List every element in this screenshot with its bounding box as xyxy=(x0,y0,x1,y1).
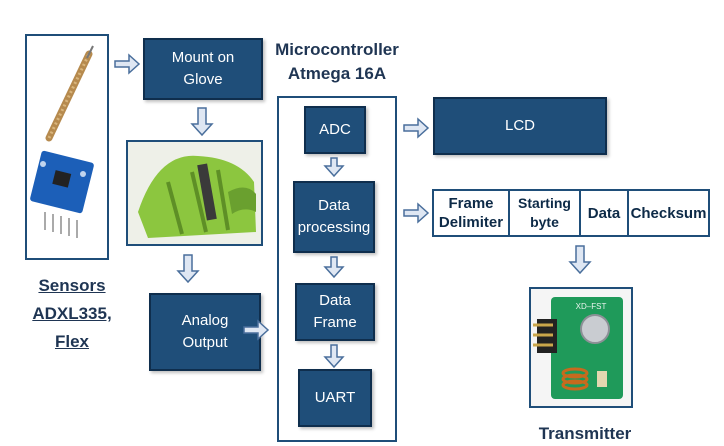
arrow-mcu-to-packet xyxy=(403,202,430,224)
accelerometer-board-icon xyxy=(30,150,94,238)
processing-line-1: Data xyxy=(318,197,350,214)
mount-line-1: Mount on xyxy=(171,49,235,66)
arrow-processing-to-frame xyxy=(323,256,345,279)
packet-field-checksum: Checksum xyxy=(627,189,710,237)
packet-field-starting-byte: Starting byte xyxy=(508,189,581,237)
field-1-line-1: Frame xyxy=(448,195,494,212)
mount-line-2: Glove xyxy=(183,71,223,88)
adc-block: ADC xyxy=(304,106,366,154)
field-2-line-1: Starting xyxy=(518,195,571,211)
transmitter-image-frame: XD–FST xyxy=(529,287,633,408)
frame-line-1: Data xyxy=(319,292,351,309)
transmitter-label-text: Transmitter xyxy=(538,424,632,443)
data-frame-block: Data Frame xyxy=(295,283,375,341)
microcontroller-title: Microcontroller Atmega 16A xyxy=(268,38,406,86)
arrow-mount-to-glove xyxy=(190,107,214,137)
analog-line-1: Analog xyxy=(181,312,229,329)
arrow-glove-to-analog xyxy=(176,254,200,284)
field-4-label: Checksum xyxy=(630,204,707,222)
glove-image-frame xyxy=(126,140,263,246)
arrow-analog-to-mcu xyxy=(243,319,270,341)
microcontroller-title-line-1: Microcontroller xyxy=(275,40,399,59)
arrow-packet-to-transmitter xyxy=(568,245,592,275)
field-1-line-2: Delimiter xyxy=(438,214,504,231)
mount-on-glove-block: Mount on Glove xyxy=(143,38,263,100)
sensors-label-line-3: Flex xyxy=(54,332,90,351)
transmitter-image: XD–FST xyxy=(531,289,631,406)
adc-label: ADC xyxy=(319,121,351,138)
data-processing-block: Data processing xyxy=(293,181,375,253)
field-2-line-2: byte xyxy=(530,214,559,230)
flex-sensor-icon xyxy=(45,45,94,142)
lcd-block: LCD xyxy=(433,97,607,155)
microcontroller-title-line-2: Atmega 16A xyxy=(287,64,387,83)
sensors-label: Sensors ADXL335, Flex xyxy=(22,272,122,356)
arrow-sensors-to-mount xyxy=(114,53,141,75)
processing-line-2: processing xyxy=(297,219,371,236)
sensors-label-line-2: ADXL335, xyxy=(32,304,112,323)
sensors-image-frame xyxy=(25,34,109,260)
arrow-mcu-to-lcd xyxy=(403,117,430,139)
sensors-label-line-1: Sensors xyxy=(38,276,106,295)
field-3-label: Data xyxy=(587,204,621,222)
frame-line-2: Frame xyxy=(313,314,357,331)
glove-image xyxy=(128,142,261,244)
transmitter-label: Transmitter xyxy=(520,424,650,444)
arrow-frame-to-uart xyxy=(323,344,345,369)
transmitter-module-text: XD–FST xyxy=(576,302,607,311)
arrow-adc-to-processing xyxy=(323,157,345,178)
sensors-image xyxy=(30,45,94,238)
uart-block: UART xyxy=(298,369,372,427)
analog-line-2: Output xyxy=(182,334,228,351)
lcd-label: LCD xyxy=(504,117,535,134)
uart-label: UART xyxy=(314,389,356,406)
